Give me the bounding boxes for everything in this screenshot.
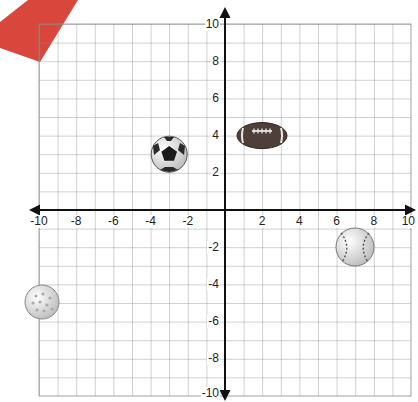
axis-label: -4 xyxy=(144,215,157,228)
axis-label: -8 xyxy=(70,215,83,228)
axis-arrow xyxy=(220,390,231,401)
x-axis xyxy=(36,209,409,211)
axis-label: 4 xyxy=(211,129,220,142)
axis-label: -8 xyxy=(207,352,220,365)
axis-label: -10 xyxy=(201,387,220,400)
axis-arrow xyxy=(220,7,231,18)
axis-label: -2 xyxy=(181,215,194,228)
axis-label: -4 xyxy=(207,278,220,291)
axis-label: 10 xyxy=(401,215,416,228)
axis-label: -6 xyxy=(207,315,220,328)
axis-label: 6 xyxy=(332,215,341,228)
axis-label: 6 xyxy=(211,92,220,105)
football xyxy=(237,123,287,149)
golf-ball xyxy=(25,285,59,319)
axis-label: 8 xyxy=(211,55,220,68)
axis-label: 10 xyxy=(205,18,220,31)
axis-arrow xyxy=(29,205,40,216)
axis-label: -2 xyxy=(207,241,220,254)
y-axis xyxy=(224,16,226,393)
axis-label: 2 xyxy=(258,215,267,228)
axis-label: 2 xyxy=(211,166,220,179)
baseball xyxy=(336,228,374,266)
axis-label: -6 xyxy=(107,215,120,228)
soccer-ball xyxy=(151,136,187,172)
axis-arrow xyxy=(405,205,416,216)
axis-label: 8 xyxy=(369,215,378,228)
axis-label: 4 xyxy=(295,215,304,228)
axis-label: -10 xyxy=(29,215,48,228)
